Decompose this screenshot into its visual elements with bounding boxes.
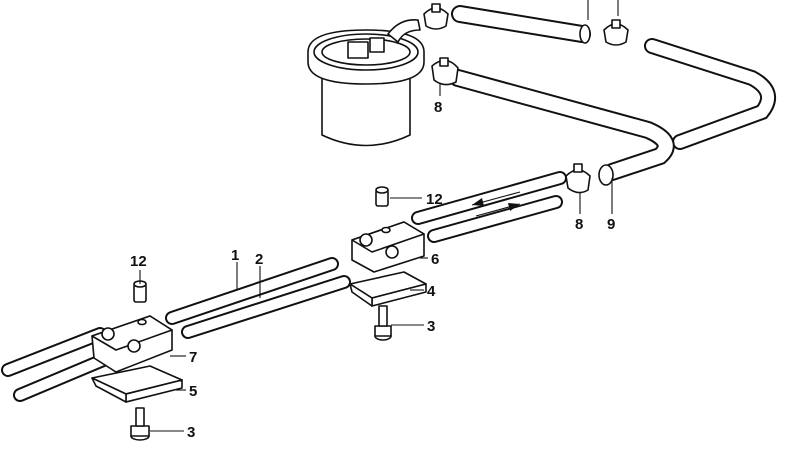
- clip-plug-12-left: [133, 280, 147, 303]
- callout-labels: 1 2 3 3 4 5 6 7 8 8 9 12 12: [130, 99, 615, 441]
- screw-3-left: [130, 407, 150, 441]
- hose-clamp-upper-left: [423, 3, 449, 30]
- clip-plug-12-right: [375, 186, 389, 207]
- leader-lines: [139, 0, 619, 432]
- callout-8-bottom: 8: [575, 216, 583, 233]
- rigid-fuel-lines: [1, 171, 567, 402]
- mounting-bracket-5: [91, 365, 183, 403]
- fuel-filter-canister: [307, 18, 425, 147]
- callout-12-left: 12: [130, 253, 147, 270]
- callout-2: 2: [255, 251, 263, 268]
- screw-3-right: [374, 305, 392, 341]
- callout-12-right: 12: [426, 191, 443, 208]
- line-clip-holder-6: [351, 221, 425, 273]
- callout-8-top: 8: [434, 99, 442, 116]
- hose-clamp-lower: [565, 163, 591, 194]
- hose-clamp-filter-outlet: [431, 57, 459, 86]
- callout-3-left: 3: [187, 424, 195, 441]
- callout-6: 6: [431, 251, 439, 268]
- mounting-bracket-4: [349, 271, 427, 307]
- hose-clamp-upper-right: [603, 19, 629, 46]
- callout-3-right: 3: [427, 318, 435, 335]
- line-clip-holder-7: [91, 315, 173, 373]
- flow-direction-arrows: [471, 191, 521, 217]
- callout-4: 4: [427, 283, 436, 300]
- callout-5: 5: [189, 383, 197, 400]
- callout-9: 9: [607, 216, 615, 233]
- callout-1: 1: [231, 247, 239, 264]
- upper-fuel-hose: [449, 5, 777, 186]
- callout-7: 7: [189, 349, 197, 366]
